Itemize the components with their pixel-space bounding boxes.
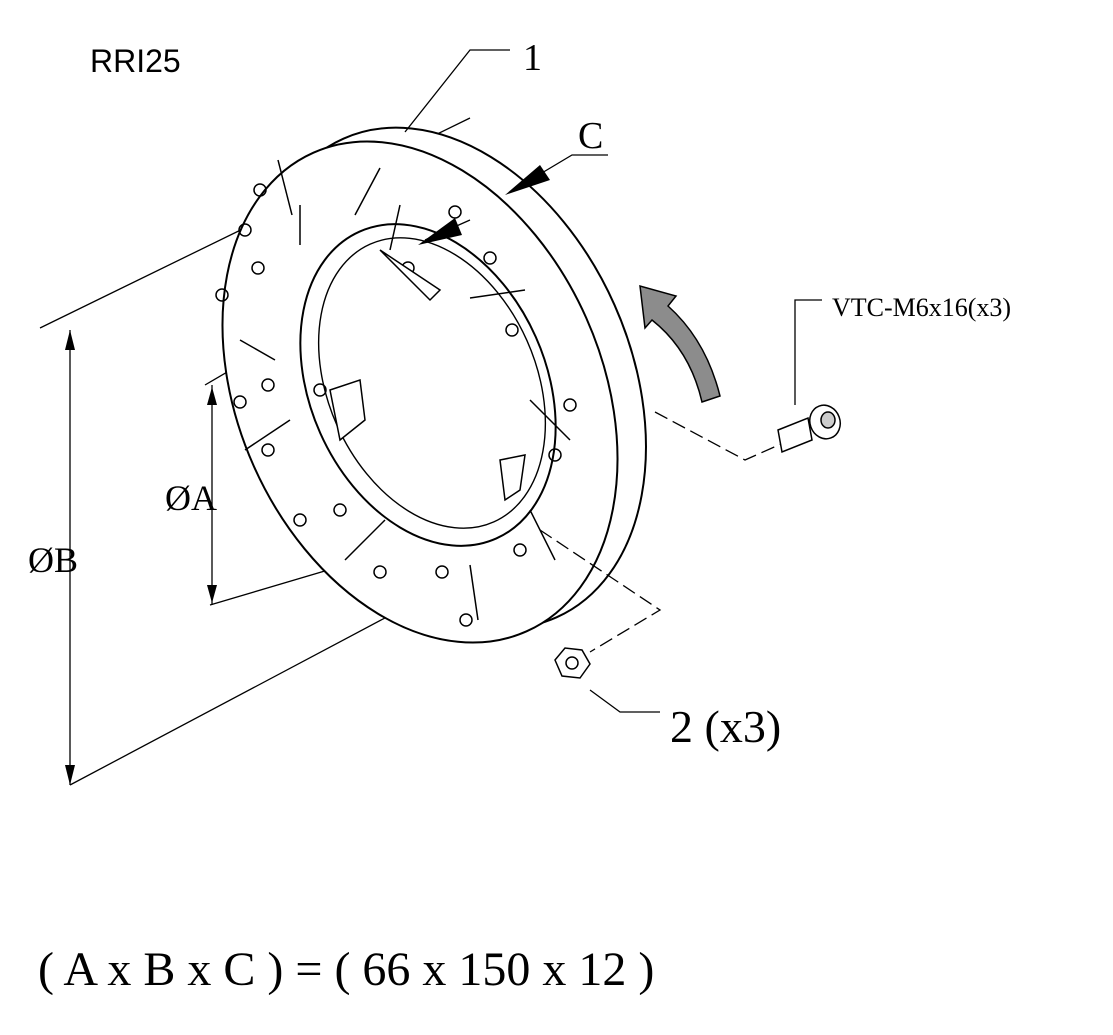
dia-inner-label: ØA [165, 478, 217, 518]
nut-axis [539, 529, 662, 653]
dia-outer-label: ØB [28, 540, 78, 580]
dimension-arrowheads [65, 330, 217, 785]
thickness-arrow-inner [418, 218, 462, 245]
brake-disc [215, 126, 647, 644]
nut-icon [554, 647, 591, 679]
part-code: RRI25 [90, 43, 181, 79]
thickness-arrow-outer [505, 165, 550, 195]
disc-holes-and-slots [215, 159, 577, 627]
nut-label: 2 (x3) [670, 701, 781, 752]
item1-leader [404, 49, 510, 133]
nut-leader [589, 689, 660, 713]
item1-label: 1 [523, 37, 542, 79]
screw-icon [777, 404, 841, 454]
rotation-direction-arrow-icon [639, 284, 721, 403]
screw-leader [794, 299, 822, 405]
thickness-label: C [578, 115, 603, 157]
screw-axis [654, 411, 791, 461]
screw-label: VTC-M6x16(x3) [832, 293, 1011, 322]
dimensions-formula: ( A x B x C ) = ( 66 x 150 x 12 ) [38, 943, 654, 996]
